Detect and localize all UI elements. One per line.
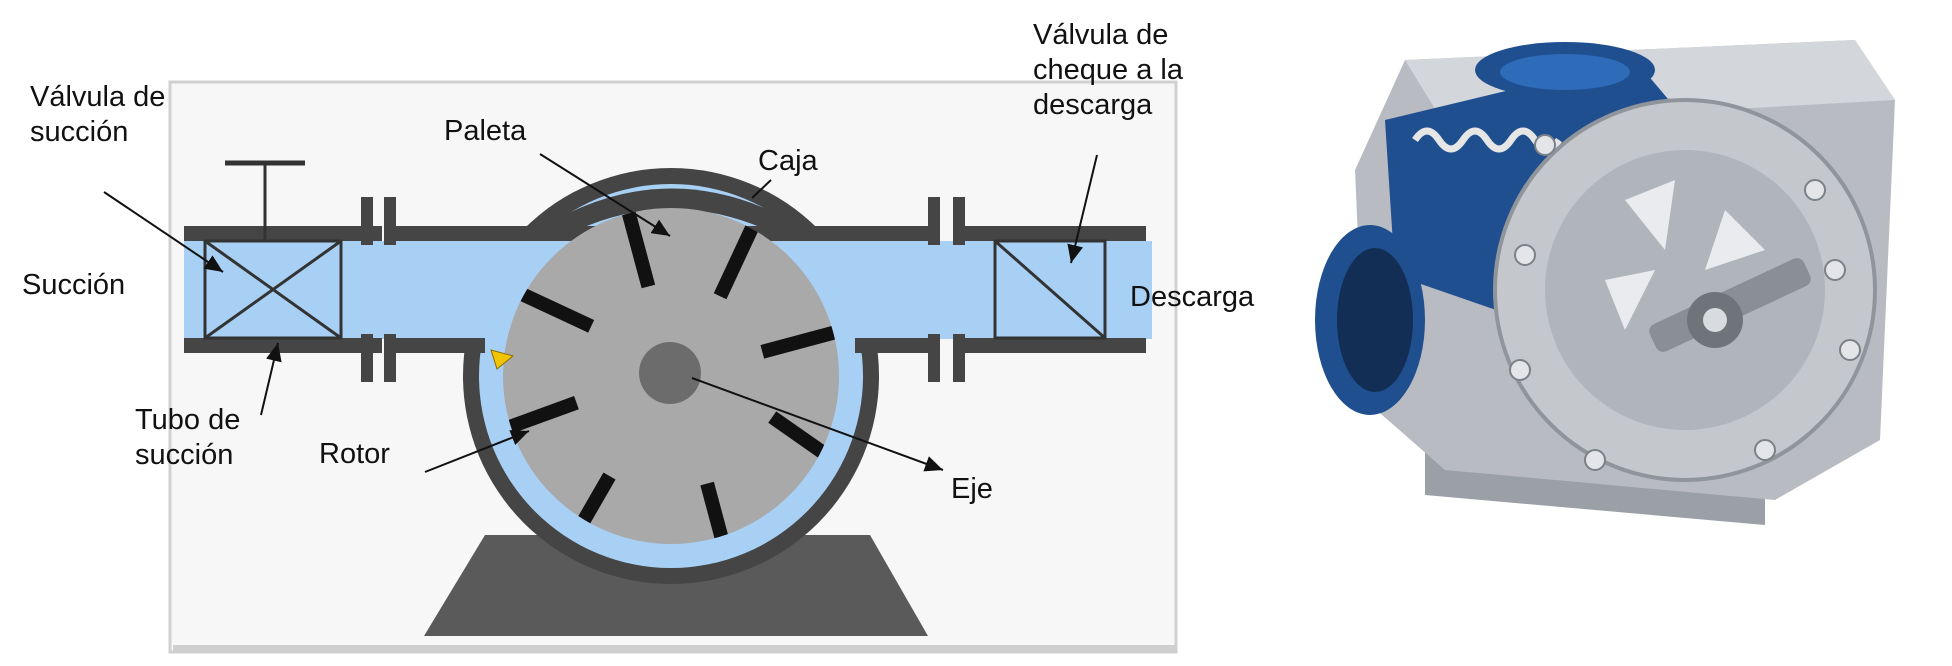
label-rotor: Rotor: [319, 438, 390, 470]
label-vane: Paleta: [444, 115, 527, 147]
label-suction-valve: Válvula de succión: [30, 81, 166, 148]
label-suction: Succión: [22, 269, 126, 301]
label-shaft: Eje: [951, 473, 993, 505]
label-discharge: Descarga: [1130, 281, 1255, 313]
label-check-valve: Válvula de cheque a la descarga: [1033, 19, 1183, 121]
pump-base: [424, 535, 928, 636]
suction-valve: [203, 160, 343, 340]
label-suction-pipe: Tubo de succión: [135, 404, 241, 471]
check-valve: [993, 239, 1107, 340]
shaft: [639, 342, 701, 404]
suction-pipe: [184, 338, 382, 353]
indicator-arrow: [490, 349, 515, 370]
label-casing: Caja: [758, 145, 818, 177]
vane-pump-cutaway-icon: [1315, 40, 1895, 525]
